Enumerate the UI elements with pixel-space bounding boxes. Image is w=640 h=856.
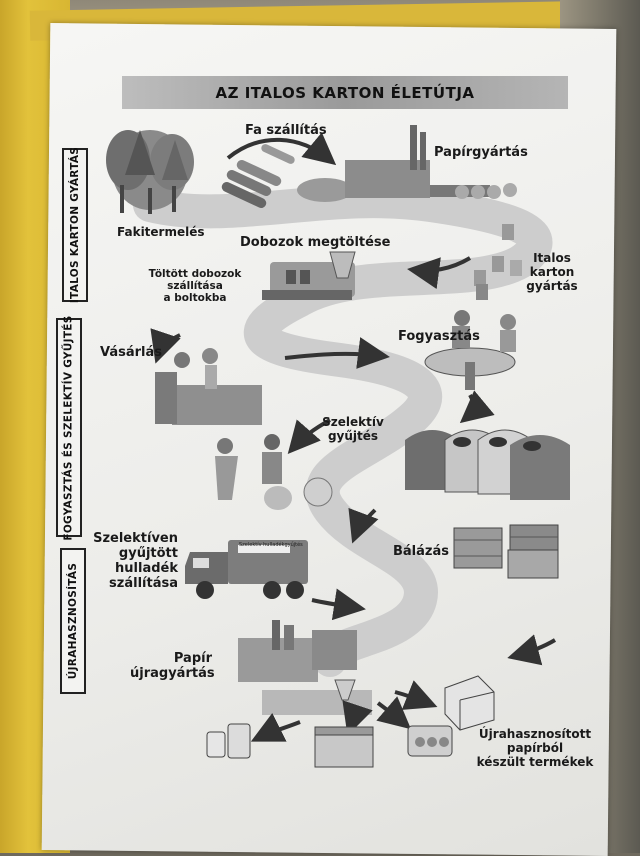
arrow-icon [284, 337, 390, 369]
label-toltott-dobozok: Töltött dobozok szállítása a boltokba [148, 268, 242, 305]
bales-icon [453, 524, 559, 579]
label-italos-karton-gyartas: Italos karton gyártás [526, 251, 578, 293]
garbage-truck-icon [185, 540, 308, 599]
label-fakitermeles: Fakitermelés [117, 225, 205, 239]
arrow-icon [150, 328, 181, 364]
section-consumption-label: FOGYASZTÁS ÉS SZELEKTÍV GYŰJTÉS [63, 314, 76, 541]
label-papirgyartas: Papírgyártás [434, 145, 528, 160]
poster-title-banner: AZ ITALOS KARTON ÉLETÚTJA [122, 76, 568, 109]
recycling-plant-icon [238, 620, 372, 715]
shop-counter-icon [155, 348, 262, 425]
woodchips-icon [297, 178, 353, 202]
poster-title: AZ ITALOS KARTON ÉLETÚTJA [215, 83, 475, 102]
tissue-box-icon [314, 726, 374, 768]
egg-carton-icon [407, 725, 453, 757]
label-ujrahasznositott-termekek: Újrahasznosított papírból készült termék… [476, 727, 594, 769]
label-szelektiven-gyujtott: Szelektíven gyűjtött hulladék szállítása [93, 531, 178, 591]
consumption-table-icon [424, 310, 516, 390]
section-production: ITALOS KARTON GYÁRTÁS [62, 146, 88, 304]
carton-icon [474, 224, 522, 300]
section-consumption: FOGYASZTÁS ÉS SZELEKTÍV GYŰJTÉS [56, 314, 82, 541]
arrow-icon [394, 680, 438, 710]
arrow-icon [311, 588, 366, 621]
label-papir-ujragyartas: Papír újragyártás [130, 651, 215, 681]
filling-machine-icon [262, 251, 356, 300]
label-fogyasztas: Fogyasztás [398, 329, 480, 344]
label-fa-szallitas: Fa szállítás [245, 123, 327, 138]
process-road [133, 184, 553, 677]
arrow-icon [407, 256, 472, 290]
label-dobozok-megtoltese: Dobozok megtöltése [240, 235, 391, 250]
arrow-icon [342, 700, 373, 736]
arrow-icon [507, 634, 557, 666]
cardboard-box-icon [444, 675, 495, 731]
recycling-bins-icon [405, 429, 570, 500]
label-vasarlas: Vásárlás [100, 345, 163, 360]
arrow-icon [250, 712, 301, 742]
arrow-icon [376, 696, 412, 730]
arrow-icon [226, 132, 337, 166]
logs-icon [221, 144, 295, 209]
label-szelektiv-gyujtes: Szelektív gyűjtés [322, 415, 384, 443]
truck-sign-text: Szelektív hulladékgyűjtés [239, 542, 303, 548]
sorting-people-icon [215, 434, 333, 510]
arrow-icon [459, 390, 495, 424]
paper-rolls-icon [206, 723, 251, 759]
section-recycling-label: ÚJRAHASZNOSÍTÁS [67, 562, 80, 680]
arrow-icon [287, 418, 331, 455]
paper-mill-icon [345, 125, 517, 199]
section-recycling: ÚJRAHASZNOSÍTÁS [60, 548, 86, 694]
section-production-label: ITALOS KARTON GYÁRTÁS [69, 146, 81, 304]
arrow-icon [348, 507, 379, 544]
label-balazas: Bálázás [393, 544, 449, 559]
forest-icon [106, 130, 194, 214]
